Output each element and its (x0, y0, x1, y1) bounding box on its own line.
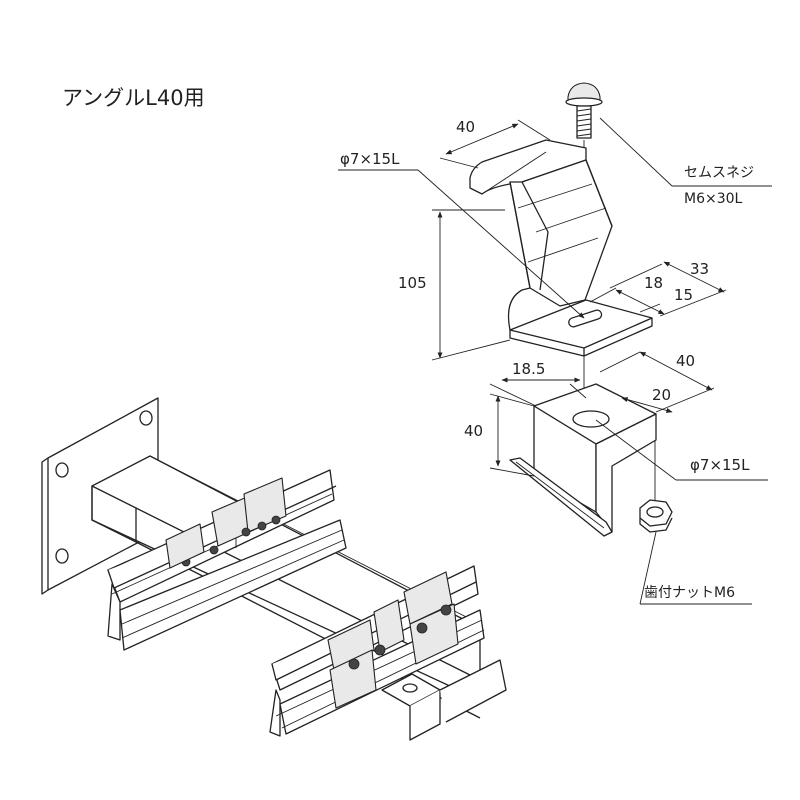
dimension-15: 15 (674, 286, 694, 304)
dimension-18: 18 (644, 274, 664, 292)
dimension-40-right: 40 (676, 352, 696, 370)
nut-drawing (639, 440, 673, 533)
dimension-105: 105 (398, 274, 427, 292)
upper-bracket-drawing (469, 139, 653, 357)
dimension-20: 20 (652, 386, 672, 404)
page-title: アングルL40用 (62, 86, 205, 110)
rail-upper-drawing (107, 469, 347, 651)
screw-name-label: セムスネジ (684, 165, 754, 181)
dimension-hole-bottom: φ7×15L (690, 456, 750, 474)
nut-label: 歯付ナットM6 (644, 585, 735, 601)
rail-lower-drawing (269, 565, 507, 741)
screw-spec-label: M6×30L (684, 191, 743, 207)
lower-bracket-drawing (509, 383, 657, 537)
dimension-lines (338, 117, 772, 605)
dimension-40-left: 40 (464, 422, 484, 440)
dimension-18-5: 18.5 (512, 360, 546, 378)
dimension-40-top: 40 (456, 118, 476, 136)
dimension-hole-top: φ7×15L (340, 150, 400, 168)
dimension-33: 33 (690, 260, 710, 278)
